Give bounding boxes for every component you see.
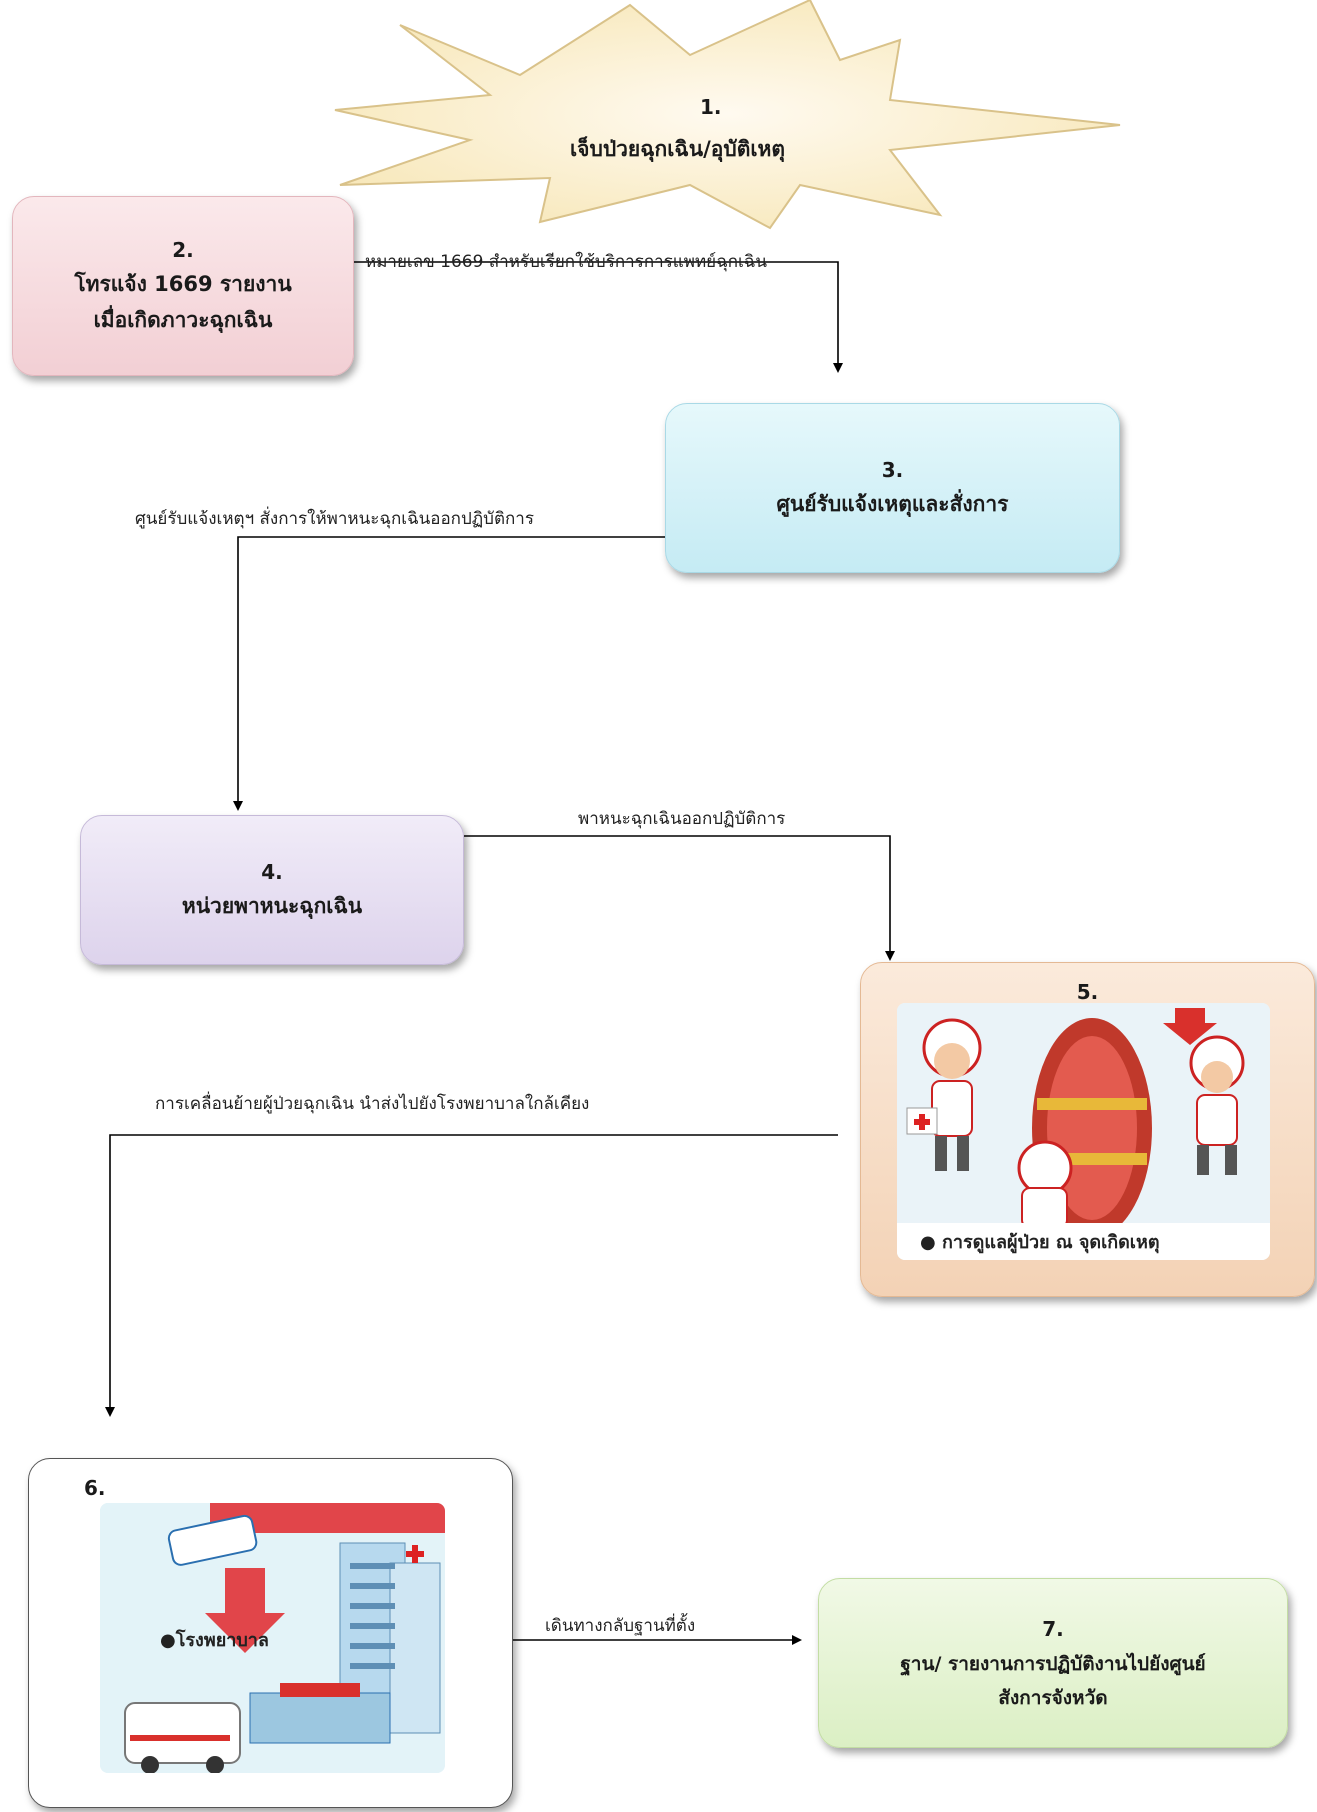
connector-label-2-to-3: หมายเลข 1669 สำหรับเรียกใช้บริการการแพทย… (365, 252, 767, 272)
connector-5-to-6 (105, 1134, 838, 1417)
step-4-box: 4. หน่วยพาหนะฉุกเฉิน (80, 815, 464, 965)
step-1-number: 1. (700, 95, 722, 119)
step-5-number: 5. (1076, 980, 1099, 1004)
step-2-box: 2. โทรแจ้ง 1669 รายงาน เมื่อเกิดภาวะฉุกเ… (12, 196, 354, 376)
step-2-line2: เมื่อเกิดภาวะฉุกเฉิน (93, 308, 273, 332)
step-1-text: เจ็บป่วยฉุกเฉิน/อุบัติเหตุ (570, 137, 786, 161)
step-2-number: 2. (172, 238, 194, 263)
connector-label-4-to-5: พาหนะฉุกเฉินออกปฏิบัติการ (578, 809, 786, 829)
step-3-text: ศูนย์รับแจ้งเหตุและสั่งการ (776, 492, 1009, 517)
step-7-number: 7. (1042, 1616, 1064, 1641)
connector-2-to-3 (328, 261, 843, 373)
step-7-box: 7. ฐาน/ รายงานการปฏิบัติงานไปยังศูนย์ สั… (818, 1578, 1288, 1748)
step-7-line1: ฐาน/ รายงานการปฏิบัติงานไปยังศูนย์ (900, 1652, 1206, 1675)
connector-label-5-to-6: การเคลื่อนย้ายผู้ป่วยฉุกเฉิน นำส่งไปยังโ… (155, 1094, 590, 1114)
step-6-illustration (100, 1503, 445, 1773)
hospital-image (100, 1503, 445, 1773)
step-5-caption: ● การดูแลผู้ป่วย ณ จุดเกิดเหตุ (920, 1232, 1160, 1253)
step-3-box: 3. ศูนย์รับแจ้งเหตุและสั่งการ (665, 403, 1120, 573)
connector-label-6-to-7: เดินทางกลับฐานที่ตั้ง (545, 1616, 696, 1636)
step-4-text: หน่วยพาหนะฉุกเฉิน (181, 894, 363, 919)
step-6-number: 6. (84, 1476, 106, 1500)
connector-label-3-to-4: ศูนย์รับแจ้งเหตุฯ สั่งการให้พาหนะฉุกเฉิน… (135, 509, 534, 529)
step-2-line1: โทรแจ้ง 1669 รายงาน (74, 272, 292, 297)
step-7-line2: สังการจังหวัด (998, 1687, 1108, 1709)
step-6-caption: ●โรงพยาบาล (160, 1630, 269, 1651)
connector-3-to-4 (233, 536, 665, 811)
step-3-number: 3. (881, 458, 904, 483)
connector-4-to-5 (464, 835, 895, 961)
step-4-number: 4. (261, 860, 283, 885)
rescue-scene-image (897, 1003, 1270, 1260)
step-5-illustration (897, 1003, 1270, 1260)
step-1-burst (334, 0, 1121, 230)
